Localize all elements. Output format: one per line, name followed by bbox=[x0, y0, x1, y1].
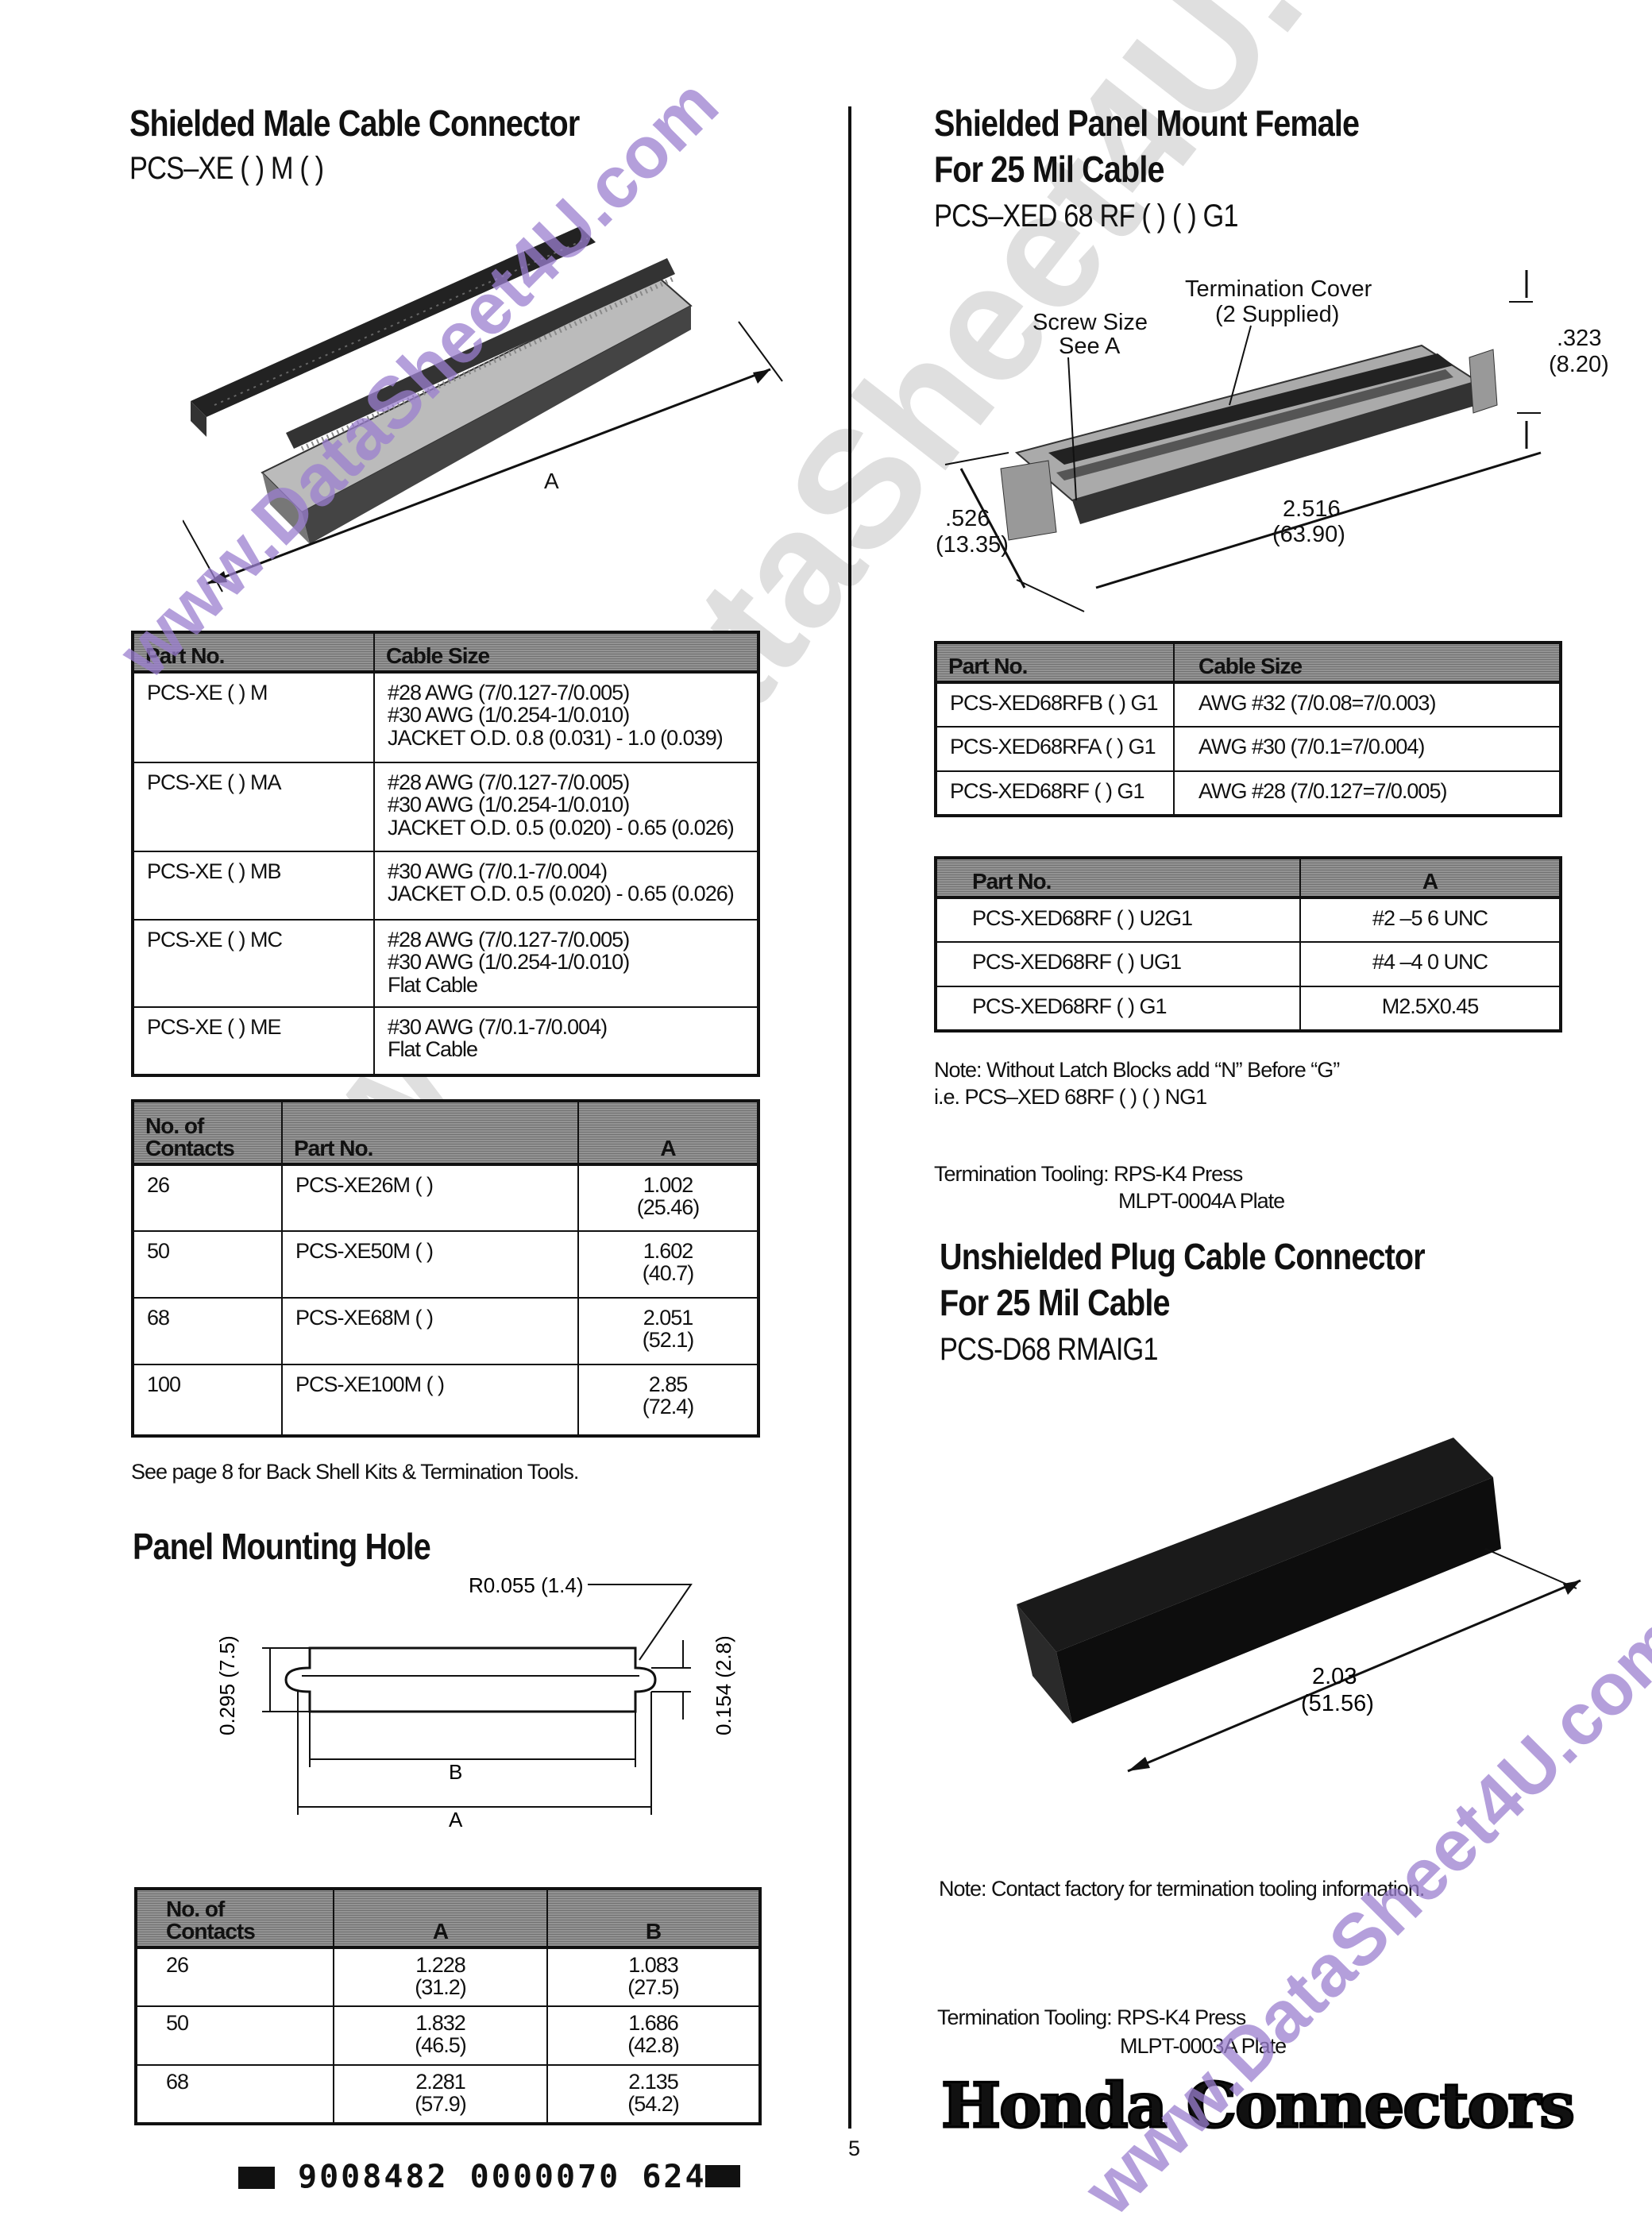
dim-a-label: A bbox=[449, 1808, 463, 1832]
panel-title: Panel Mounting Hole bbox=[133, 1526, 431, 1567]
depth-label: .526 bbox=[945, 506, 990, 531]
table-row: PCS-XE ( ) MB#30 AWG (7/0.1-7/0.004)JACK… bbox=[132, 851, 759, 921]
col-contacts: No. of Contacts bbox=[132, 1100, 283, 1166]
right-subtitle: PCS–XED 68 RF ( ) ( ) G1 bbox=[934, 199, 1239, 234]
cover-label: Termination Cover bbox=[1185, 276, 1372, 302]
column-divider bbox=[848, 106, 851, 2129]
tooling-plate-2: MLPT-0003A Plate bbox=[1120, 2034, 1287, 2058]
height-label: .323 bbox=[1557, 326, 1601, 351]
latch-note: Note: Without Latch Blocks add “N” Befor… bbox=[934, 1058, 1340, 1082]
cover-supplied-label: (2 Supplied) bbox=[1215, 302, 1339, 327]
cell-part: PCS-XE ( ) M bbox=[132, 671, 375, 763]
plug-width-mm-label: (51.56) bbox=[1301, 1691, 1374, 1716]
honda-connectors-logo: Honda Connectors bbox=[940, 2069, 1576, 2144]
radius-label: R0.055 (1.4) bbox=[469, 1577, 584, 1597]
col-part-no: Part No. bbox=[935, 857, 1301, 899]
tooling-note-2: Termination Tooling: RPS-K4 Press bbox=[937, 2005, 1246, 2029]
barcode-number: 9008482 0000070 624 bbox=[298, 2159, 707, 2195]
contact-factory-note: Note: Contact factory for termination to… bbox=[939, 1877, 1425, 1901]
dim-a-label: A bbox=[544, 469, 559, 493]
table-row: PCS-XE ( ) MC#28 AWG (7/0.127-7/0.005)#3… bbox=[132, 919, 759, 1008]
screw-size-table: Part No.A PCS-XED68RF ( ) U2G1#2 –5 6 UN… bbox=[934, 856, 1562, 1033]
left-title: Shielded Male Cable Connector bbox=[129, 102, 580, 144]
col-cable-size: Cable Size bbox=[373, 631, 759, 674]
table-row: PCS-XE ( ) ME#30 AWG (7/0.1-7/0.004)Flat… bbox=[132, 1006, 759, 1076]
col-part-no: Part No. bbox=[132, 631, 375, 674]
table-row: PCS-XED68RF ( ) UG1#4 –4 0 UNC bbox=[935, 941, 1561, 987]
table-row: PCS-XED68RF ( ) U2G1#2 –5 6 UNC bbox=[935, 897, 1561, 943]
latch-note-example: i.e. PCS–XED 68RF ( ) ( ) NG1 bbox=[934, 1085, 1207, 1109]
cell-size: #28 AWG (7/0.127-7/0.005)#30 AWG (1/0.25… bbox=[373, 671, 759, 763]
cell-part: PCS-XE ( ) ME bbox=[132, 1006, 375, 1076]
col-a: A bbox=[333, 1888, 548, 1949]
tooling-note-1: Termination Tooling: RPS-K4 Press bbox=[934, 1162, 1243, 1186]
width-label: 2.516 bbox=[1283, 496, 1341, 522]
panel-female-image: Screw Size See A Termination Cover (2 Su… bbox=[936, 270, 1609, 612]
back-shell-note: See page 8 for Back Shell Kits & Termina… bbox=[131, 1460, 579, 1484]
panel-hole-diagram: R0.055 (1.4) 0.295 (7.5) 0.154 (2.8) B A bbox=[215, 1577, 735, 1832]
right-title-1: Shielded Panel Mount Female bbox=[934, 102, 1360, 144]
barcode-block-right bbox=[705, 2165, 740, 2187]
plug-subtitle: PCS-D68 RMAIG1 bbox=[940, 1332, 1159, 1367]
plug-title-2: For 25 Mil Cable bbox=[940, 1282, 1170, 1323]
cell-size: #30 AWG (7/0.1-7/0.004)JACKET O.D. 0.5 (… bbox=[373, 851, 759, 921]
right-title-2: For 25 Mil Cable bbox=[934, 149, 1164, 190]
cell-part: PCS-XE ( ) MA bbox=[132, 762, 375, 852]
see-a-label: See A bbox=[1059, 334, 1121, 359]
barcode-block-left bbox=[238, 2167, 275, 2189]
col-a: A bbox=[1299, 857, 1561, 899]
male-connector-image: A bbox=[183, 226, 783, 592]
cell-part: PCS-XE ( ) MC bbox=[132, 919, 375, 1008]
screw-size-label: Screw Size bbox=[1032, 310, 1148, 335]
male-cable-table: Part No.Cable Size PCS-XE ( ) M#28 AWG (… bbox=[131, 631, 760, 1077]
height-left-label: 0.295 (7.5) bbox=[215, 1635, 239, 1735]
cell-size: #30 AWG (7/0.1-7/0.004)Flat Cable bbox=[373, 1006, 759, 1076]
col-part-no: Part No. bbox=[281, 1100, 579, 1166]
plug-connector-image: 2.03 (51.56) bbox=[1017, 1438, 1581, 1773]
cell-size: #28 AWG (7/0.127-7/0.005)#30 AWG (1/0.25… bbox=[373, 762, 759, 852]
height-right-label: 0.154 (2.8) bbox=[712, 1635, 735, 1735]
col-contacts: No. of Contacts bbox=[135, 1888, 334, 1949]
plug-width-label: 2.03 bbox=[1312, 1664, 1357, 1689]
cell-part: PCS-XE ( ) MB bbox=[132, 851, 375, 921]
depth-mm-label: (13.35) bbox=[936, 532, 1009, 558]
height-mm-label: (8.20) bbox=[1549, 352, 1609, 377]
width-mm-label: (63.90) bbox=[1272, 522, 1345, 547]
table-row: PCS-XE ( ) MA#28 AWG (7/0.127-7/0.005)#3… bbox=[132, 762, 759, 852]
plug-title-1: Unshielded Plug Cable Connector bbox=[940, 1236, 1426, 1277]
col-part-no: Part No. bbox=[935, 642, 1175, 684]
col-b: B bbox=[546, 1888, 761, 1949]
cell-size: #28 AWG (7/0.127-7/0.005)#30 AWG (1/0.25… bbox=[373, 919, 759, 1008]
col-a: A bbox=[577, 1100, 759, 1166]
left-subtitle: PCS–XE ( ) M ( ) bbox=[129, 151, 324, 186]
table-row: PCS-XE ( ) M#28 AWG (7/0.127-7/0.005)#30… bbox=[132, 671, 759, 763]
dim-b-label: B bbox=[449, 1760, 462, 1784]
tooling-plate-1: MLPT-0004A Plate bbox=[1118, 1189, 1285, 1213]
page-number: 5 bbox=[848, 2136, 860, 2160]
col-cable-size: Cable Size bbox=[1173, 642, 1561, 684]
